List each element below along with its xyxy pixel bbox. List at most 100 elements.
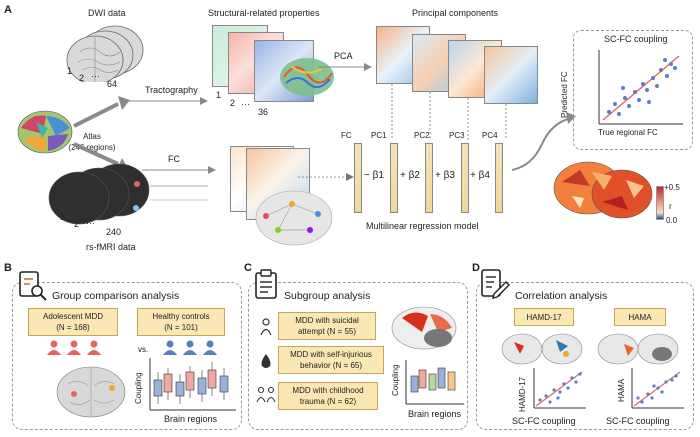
dwi-brain-stack (66, 25, 144, 82)
mdd-people-icons (47, 340, 101, 355)
principal-components-title: Principal components (412, 8, 499, 18)
hama-brain-image (597, 333, 679, 365)
subgroup-boxplot (405, 360, 464, 405)
structural-properties-label: Structural-related properties (208, 8, 320, 18)
healthy-controls-box: Healthy controls (N = 101) (137, 308, 225, 336)
pc3-vector (461, 143, 469, 213)
plus-beta4: + β4 (470, 170, 490, 181)
axial-brain-slice (56, 366, 126, 418)
fc-to-model-arrow (298, 173, 354, 181)
panel-d-xlabel-1: SC-FC coupling (512, 416, 576, 426)
childhood-trauma-line1: MDD with childhood (292, 386, 364, 395)
rsfmri-count: 240 (106, 227, 122, 237)
tilde-beta1: ~ β1 (364, 170, 384, 181)
suicidal-attempt-box: MDD with suicidal attempt (N = 55) (278, 312, 376, 340)
dwi-data-label: DWI data (88, 8, 126, 18)
panel-b-title: Group comparison analysis (52, 290, 180, 302)
suicidal-attempt-line1: MDD with suicidal (295, 316, 359, 325)
suicidal-attempt-line2: attempt (N = 55) (297, 327, 357, 336)
panel-b-frame (12, 282, 242, 430)
rsfmri-brain-stack (48, 163, 150, 225)
hamd17-scatter (533, 368, 586, 409)
blood-drop-icon (261, 354, 271, 368)
self-injurious-line2: behavior (N = 65) (299, 361, 363, 370)
reg-pc4-label: PC4 (482, 131, 498, 140)
childhood-trauma-box: MDD with childhood trauma (N = 62) (278, 382, 378, 410)
dwi-count: 64 (107, 79, 118, 89)
pc1-vector (390, 143, 398, 213)
family-trauma-icon (256, 386, 276, 403)
document-edit-icon (481, 269, 510, 299)
colorbar-min: 0.0 (666, 216, 678, 225)
panel-b-letter: B (4, 262, 12, 274)
panel-c-title: Subgroup analysis (284, 290, 371, 302)
adolescent-mdd-line2: (N = 168) (56, 323, 90, 332)
reg-pc3-label: PC3 (449, 131, 465, 140)
pc2-vector (425, 143, 433, 213)
clipboard-icon (255, 269, 277, 299)
atlas-label-line1: Atlas (83, 132, 101, 141)
panel-c-frame (248, 282, 468, 430)
reg-fc-label: FC (341, 131, 352, 140)
dwi-index-1: 1 (67, 66, 73, 76)
rsfmri-dots: ··· (86, 218, 95, 228)
person-suicide-icon (260, 318, 272, 336)
self-injurious-line1: MDD with self-injurious (290, 350, 372, 359)
predicted-fc-label: Predicted FC (560, 71, 569, 118)
dwi-dots: ··· (91, 71, 100, 81)
panel-d-xlabel-2: SC-FC coupling (606, 416, 670, 426)
panel-d-ylabel-2: HAMA (617, 378, 626, 402)
fc-arrows (142, 166, 216, 201)
panel-a-letter: A (4, 4, 12, 16)
fc-vector (354, 143, 362, 213)
panel-c-ylabel: Coupling (391, 364, 400, 396)
coupling-scatter (598, 50, 683, 125)
tractography-arrow (120, 97, 208, 105)
pca-arrow (318, 63, 372, 71)
adolescent-mdd-line1: Adolescent MDD (42, 312, 104, 321)
hc-people-icons (163, 340, 217, 355)
plus-beta2: + β2 (400, 170, 420, 181)
reg-pc2-label: PC2 (414, 131, 430, 140)
hamd17-box: HAMD-17 (514, 308, 574, 326)
self-injurious-box: MDD with self-injurious behavior (N = 65… (278, 346, 384, 374)
hamd17-brain-image (501, 333, 583, 365)
panel-d-letter: D (472, 262, 480, 274)
vs-label: vs. (138, 345, 149, 354)
panel-c-letter: C (244, 262, 252, 274)
coupling-brain-map (553, 161, 653, 219)
panel-c-xlabel: Brain regions (408, 409, 462, 419)
coupling-title: SC-FC coupling (604, 34, 668, 44)
struct-index-2: 2 (230, 98, 236, 108)
pc-matrix-4 (484, 46, 538, 104)
fc-label: FC (168, 154, 180, 164)
colorbar-r: r (669, 202, 672, 211)
struct-dots: ··· (241, 99, 250, 109)
true-fc-label: True regional FC (598, 128, 658, 137)
color-bar (656, 186, 664, 220)
group-boxplot (149, 358, 236, 411)
adolescent-mdd-box: Adolescent MDD (N = 168) (28, 308, 118, 336)
coupling-plot-frame (573, 30, 693, 150)
pc4-vector (495, 143, 503, 213)
document-search-icon (19, 271, 47, 301)
struct-count: 36 (258, 107, 269, 117)
hama-box: HAMA (614, 308, 666, 326)
healthy-controls-line2: (N = 101) (164, 323, 198, 332)
panel-b-xlabel: Brain regions (164, 414, 218, 424)
childhood-trauma-line2: trauma (N = 62) (299, 397, 357, 406)
reg-pc1-label: PC1 (371, 131, 387, 140)
colorbar-max: +0.5 (664, 183, 680, 192)
panel-d-ylabel-1: HAMD-17 (518, 376, 527, 412)
panel-b-ylabel: Coupling (134, 372, 143, 404)
glass-brain-network (255, 190, 333, 246)
rsfmri-index-2: 2 (74, 219, 80, 229)
healthy-controls-line1: Healthy controls (152, 312, 210, 321)
atlas-brain-image (17, 110, 73, 154)
dwi-index-2: 2 (79, 73, 85, 83)
rsfmri-index-1: 1 (60, 212, 66, 222)
hama-scatter (631, 368, 684, 409)
subgroup-brain-image (391, 306, 457, 350)
struct-index-1: 1 (216, 90, 222, 100)
rsfmri-label: rs-fMRI data (86, 242, 136, 252)
